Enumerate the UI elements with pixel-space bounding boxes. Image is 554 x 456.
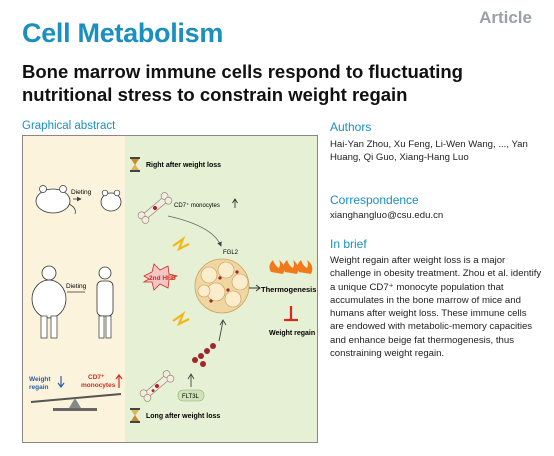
inhibit-icon [284,306,298,322]
right-after-label: Right after weight loss [146,162,221,169]
dieting-top-label: Dieting [71,189,92,196]
fgl2-label: FGL2 [223,250,239,256]
balance-scale-icon [30,393,122,411]
bone-bottom-icon [139,370,175,402]
dieting-bottom-label: Dieting [66,283,87,290]
adipose-tissue-icon [194,258,250,314]
in-brief-heading: In brief [330,237,367,251]
graphical-abstract-figure: Right after weight loss Dieting Dieting [22,135,318,443]
hourglass-bottom-icon [130,408,140,423]
in-brief-section: In brief Weight regain after weight loss… [330,237,542,360]
flt3l-label: FLT3L [182,394,200,400]
hfd-burst-icon [142,263,179,291]
human-before-icon [31,265,67,339]
mouse-after-icon [100,189,122,212]
monocyte-cluster-icon [192,343,216,367]
human-after-icon [96,266,114,339]
hfd-label: 2nd HFD [149,275,176,282]
authors-section: Authors Hai-Yan Zhou, Xu Feng, Li-Wen Wa… [330,120,542,165]
journal-name: Cell Metabolism [22,18,224,48]
scale-weight-label: Weight [29,376,51,383]
cd7-monocytes-label: CD7⁺ monocytes [174,202,220,209]
scale-cd7-label: CD7⁺ [88,374,105,381]
scale-monocytes-label: monocytes [81,382,116,389]
long-after-label: Long after weight loss [146,413,220,420]
authors-list: Hai-Yan Zhou, Xu Feng, Li-Wen Wang, ...,… [330,139,528,164]
article-type-label: Article [479,8,532,27]
authors-heading: Authors [330,120,372,134]
graphical-abstract-svg: Right after weight loss Dieting Dieting [23,136,317,442]
lightning-bottom-icon [172,310,190,327]
correspondence-heading: Correspondence [330,193,419,207]
lightning-top-icon [172,235,190,252]
bone-top-icon [137,192,173,224]
weight-regain-label: Weight regain [269,330,315,337]
graphical-abstract-label: Graphical abstract [22,120,116,132]
correspondence-email[interactable]: xianghangluo@csu.edu.cn [330,210,444,221]
mouse-before-icon [35,185,76,215]
correspondence-section: Correspondence xianghangluo@csu.edu.cn [330,193,542,222]
in-brief-text: Weight regain after weight loss is a maj… [330,255,542,360]
thermogenesis-label: Thermogenesis [261,285,316,294]
article-title: Bone marrow immune cells respond to fluc… [22,61,463,105]
hourglass-icon [130,157,140,172]
flt3l-badge [177,389,205,402]
scale-regain-label: regain [29,384,49,391]
flame-icon [269,260,313,274]
